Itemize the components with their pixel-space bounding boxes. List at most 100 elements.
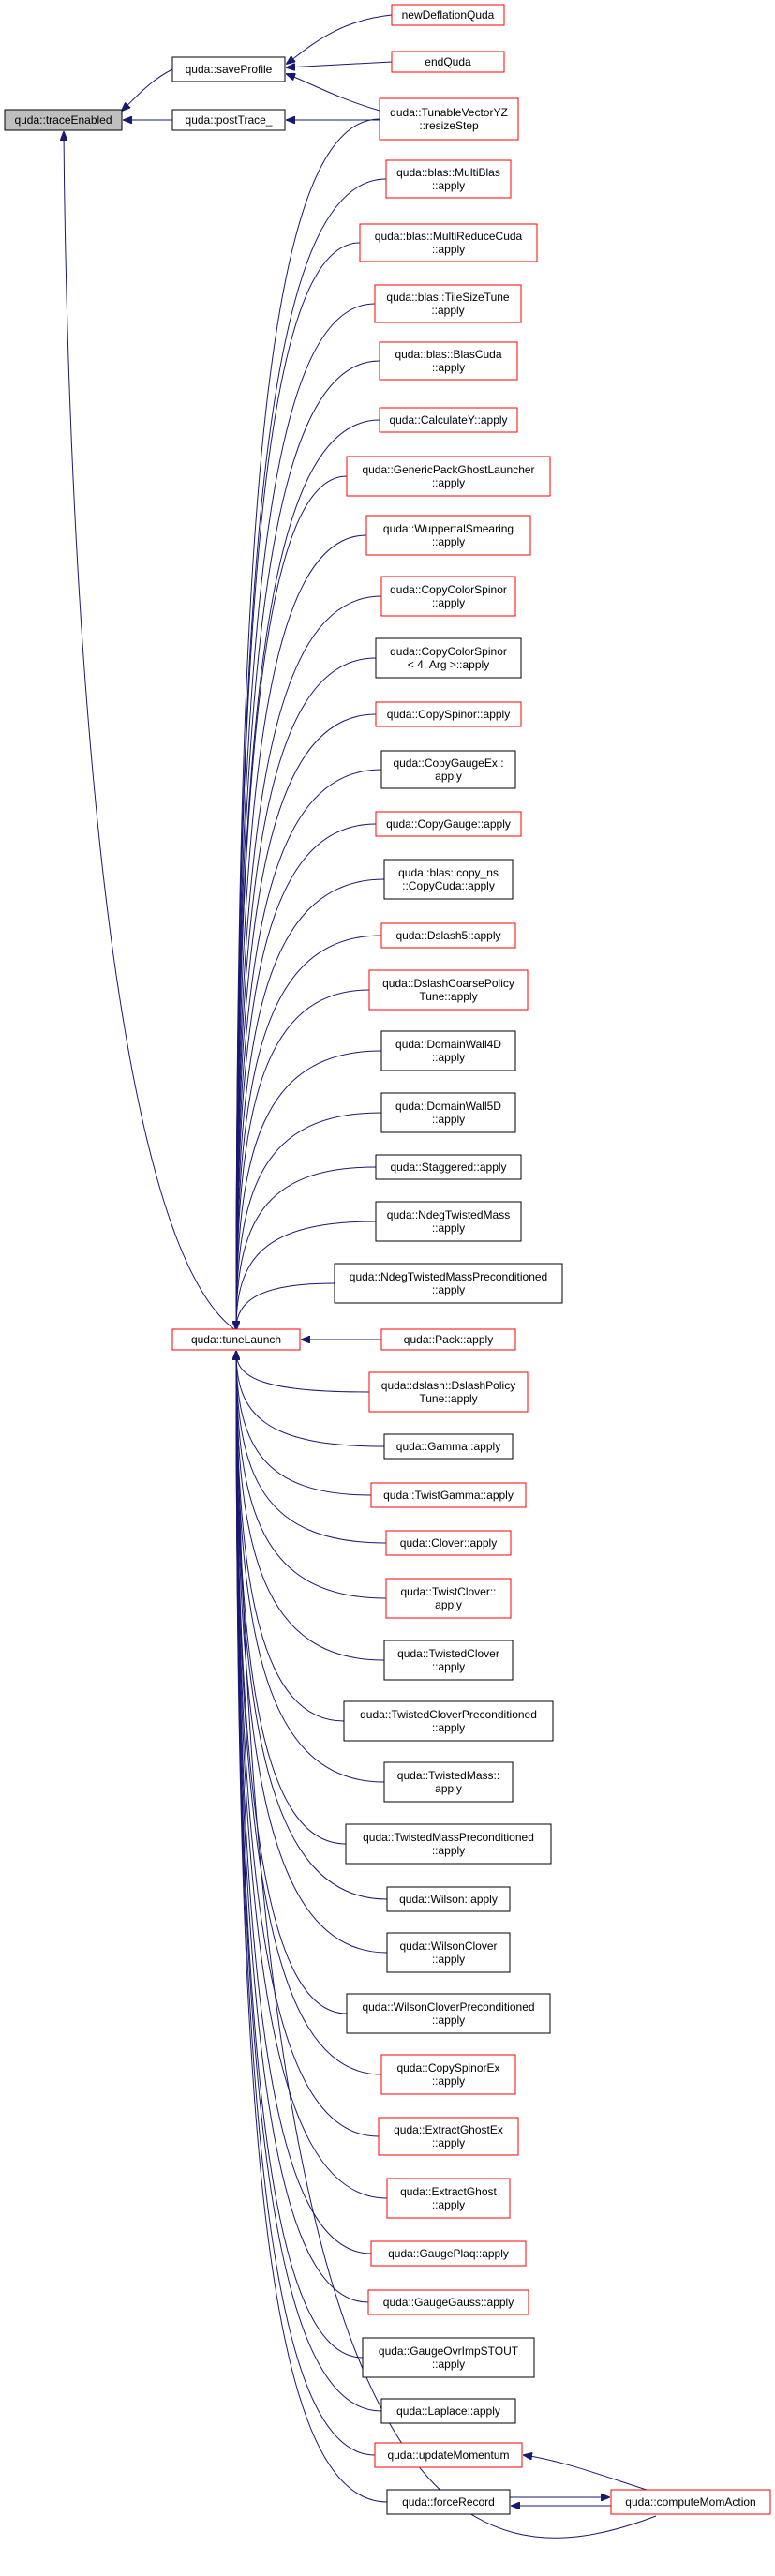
node-box	[380, 1092, 516, 1133]
node-CopySpinor[interactable]: quda::CopySpinor::apply	[375, 701, 522, 727]
edge-TwistedClover-tuneLaunch	[236, 1352, 385, 1661]
edge-MultiBlas-tuneLaunch	[236, 178, 387, 1329]
node-tuneLaunch[interactable]: quda::tuneLaunch	[171, 1328, 301, 1351]
node-ExtractGhost[interactable]: quda::ExtractGhost::apply	[386, 2178, 511, 2219]
node-BlasCuda[interactable]: quda::blas::BlasCuda::apply	[379, 341, 518, 381]
node-TwistedMass[interactable]: quda::TwistedMass::apply	[383, 1761, 514, 1803]
node-computeMomAction[interactable]: quda::computeMomAction	[610, 2489, 771, 2515]
edge-GaugeOvrImpSTOUT-tuneLaunch	[236, 1352, 364, 2359]
node-DomainWall5D[interactable]: quda::DomainWall5D::apply	[380, 1092, 516, 1133]
node-box	[375, 1154, 522, 1180]
node-Clover[interactable]: quda::Clover::apply	[385, 1530, 512, 1556]
node-forceRecord[interactable]: quda::forceRecord	[386, 2489, 511, 2515]
node-NdegTwistedMass[interactable]: quda::NdegTwistedMass::apply	[375, 1201, 522, 1242]
edge-saveProfile-traceEnabled	[122, 68, 173, 111]
edge-Staggered-tuneLaunch	[236, 1166, 377, 1329]
node-WilsonCloverPreconditioned[interactable]: quda::WilsonCloverPreconditioned::apply	[346, 1993, 551, 2034]
node-copy_ns[interactable]: quda::blas::copy_ns::CopyCuda::apply	[383, 859, 514, 900]
node-DomainWall4D[interactable]: quda::DomainWall4D::apply	[380, 1030, 516, 1071]
node-MultiBlas[interactable]: quda::blas::MultiBlas::apply	[385, 159, 512, 199]
edge-copy_ns-tuneLaunch	[236, 878, 385, 1329]
node-WuppertalSmearing[interactable]: quda::WuppertalSmearing::apply	[365, 515, 531, 556]
node-label: quda::CopyGauge::apply	[386, 817, 511, 831]
node-label: quda::GenericPackGhostLauncher	[362, 463, 534, 476]
node-Pack[interactable]: quda::Pack::apply	[380, 1328, 516, 1351]
node-box	[171, 109, 286, 131]
node-box	[365, 515, 531, 556]
node-WilsonClover[interactable]: quda::WilsonClover::apply	[386, 1932, 511, 1973]
node-label: quda::CopyGaugeEx::	[393, 756, 503, 770]
node-box	[379, 341, 518, 381]
node-GaugeGauss[interactable]: quda::GaugeGauss::apply	[367, 2289, 529, 2315]
node-CopyGauge[interactable]: quda::CopyGauge::apply	[375, 811, 522, 837]
edge-MultiReduceCuda-tuneLaunch	[236, 242, 361, 1329]
node-TwistClover[interactable]: quda::TwistClover::apply	[385, 1578, 512, 1619]
node-box	[383, 859, 514, 900]
node-box	[374, 2442, 523, 2468]
node-TwistedCloverPreconditioned[interactable]: quda::TwistedCloverPreconditioned::apply	[343, 1700, 554, 1742]
node-label: ::apply	[431, 304, 464, 317]
node-label: quda::DomainWall4D	[395, 1038, 501, 1051]
node-box	[386, 2489, 511, 2515]
edge-forceRecord-tuneLaunch	[236, 1352, 388, 2503]
node-TwistedMassPreconditioned[interactable]: quda::TwistedMassPreconditioned::apply	[345, 1823, 552, 1865]
node-Laplace[interactable]: quda::Laplace::apply	[380, 2398, 516, 2424]
node-newDeflationQuda[interactable]: newDeflationQuda	[391, 4, 505, 26]
node-GaugePlaq[interactable]: quda::GaugePlaq::apply	[370, 2240, 527, 2267]
node-label: quda::NdegTwistedMass	[387, 1208, 510, 1221]
node-resizeStep[interactable]: quda::TunableVectorYZ::resizeStep	[379, 97, 519, 141]
node-CopyGaugeEx[interactable]: quda::CopyGaugeEx::apply	[380, 750, 516, 789]
node-saveProfile[interactable]: quda::saveProfile	[171, 56, 286, 82]
node-box	[610, 2489, 771, 2515]
node-box	[375, 701, 522, 727]
node-CalculateY[interactable]: quda::CalculateY::apply	[379, 407, 518, 433]
node-box	[385, 1530, 512, 1556]
node-label: quda::computeMomAction	[625, 2495, 755, 2509]
node-Staggered[interactable]: quda::Staggered::apply	[375, 1154, 522, 1180]
node-TwistGamma[interactable]: quda::TwistGamma::apply	[370, 1482, 527, 1508]
node-label: quda::CopyColorSpinor	[390, 645, 507, 658]
node-TwistedClover[interactable]: quda::TwistedClover::apply	[383, 1640, 514, 1681]
node-label: ::apply	[432, 1953, 465, 1966]
edge-CopyColorSpinor-tuneLaunch	[236, 595, 382, 1329]
node-GenericPackGhostLauncher[interactable]: quda::GenericPackGhostLauncher::apply	[346, 456, 551, 497]
node-label: apply	[435, 1782, 462, 1795]
node-NdegTwistedMassPreconditioned[interactable]: quda::NdegTwistedMassPreconditioned::app…	[334, 1263, 563, 1304]
node-box	[391, 51, 505, 73]
node-label: quda::forceRecord	[402, 2495, 495, 2509]
node-box	[334, 1263, 563, 1304]
edge-DomainWall4D-tuneLaunch	[236, 1050, 382, 1329]
node-Wilson[interactable]: quda::Wilson::apply	[386, 1886, 511, 1912]
node-label: quda::blas::MultiReduceCuda	[375, 230, 523, 243]
node-Dslash5[interactable]: quda::Dslash5::apply	[380, 922, 516, 949]
node-box	[171, 1328, 301, 1351]
node-ExtractGhostEx[interactable]: quda::ExtractGhostEx::apply	[378, 2117, 519, 2156]
node-box	[346, 456, 551, 497]
edge-Dslash5-tuneLaunch	[236, 935, 382, 1329]
node-CopySpinorEx[interactable]: quda::CopySpinorEx::apply	[380, 2054, 516, 2095]
node-label: quda::saveProfile	[186, 63, 273, 76]
node-label: quda::blas::TileSizeTune	[386, 291, 510, 304]
node-CopyColorSpinor4[interactable]: quda::CopyColorSpinor< 4, Arg >::apply	[375, 637, 522, 679]
edge-NdegTwistedMassPreconditioned-tuneLaunch	[236, 1282, 335, 1329]
node-CopyColorSpinor[interactable]: quda::CopyColorSpinor::apply	[380, 576, 516, 617]
edge-computeMomAction-updateMomentum	[524, 2455, 648, 2491]
node-box	[383, 1640, 514, 1681]
node-Gamma[interactable]: quda::Gamma::apply	[383, 1433, 514, 1460]
edge-DslashCoarsePolicyTune-tuneLaunch	[236, 989, 370, 1329]
node-GaugeOvrImpSTOUT[interactable]: quda::GaugeOvrImpSTOUT::apply	[362, 2337, 535, 2378]
node-label: quda::GaugePlaq::apply	[388, 2247, 509, 2260]
node-label: quda::updateMomentum	[387, 2449, 509, 2462]
node-MultiReduceCuda[interactable]: quda::blas::MultiReduceCuda::apply	[359, 223, 538, 262]
node-label: quda::TwistedMassPreconditioned	[363, 1831, 534, 1844]
node-endQuda[interactable]: endQuda	[391, 51, 505, 73]
node-box	[383, 1433, 514, 1460]
nodes-layer: quda::traceEnabledquda::saveProfilequda:…	[4, 4, 771, 2515]
node-updateMomentum[interactable]: quda::updateMomentum	[374, 2442, 523, 2468]
node-label: ::apply	[432, 476, 465, 489]
node-TileSizeTune[interactable]: quda::blas::TileSizeTune::apply	[374, 284, 522, 323]
node-label: apply	[435, 1598, 462, 1611]
node-postTrace[interactable]: quda::postTrace_	[171, 109, 286, 131]
